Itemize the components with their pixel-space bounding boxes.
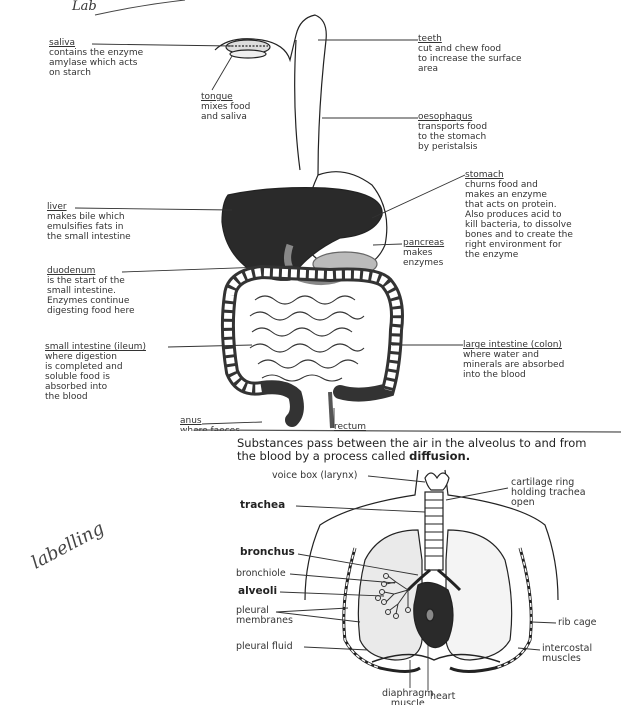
tongue-title: tongue xyxy=(201,92,250,102)
duodenum-desc-4: digesting food here xyxy=(47,306,135,316)
large-intestine-desc-1: where water and xyxy=(463,350,564,360)
small-intestine-desc-5: the blood xyxy=(45,392,146,402)
liver-desc-3: the small intestine xyxy=(47,232,131,242)
label-bronchiole: bronchiole xyxy=(236,569,286,579)
pancreas-desc-1: makes xyxy=(403,248,444,258)
oesophagus-tube xyxy=(295,40,326,175)
label-intercostal: intercostal muscles xyxy=(542,644,592,664)
saliva-desc-1: contains the enzyme xyxy=(49,48,143,58)
duodenum-title: duodenum xyxy=(47,266,135,276)
label-cartilage: cartilage ring holding trachea open xyxy=(511,478,586,508)
duodenum-desc-3: Enzymes continue xyxy=(47,296,135,306)
stomach-desc-8: the enzyme xyxy=(465,250,573,260)
label-teeth: teeth cut and chew food to increase the … xyxy=(418,34,522,74)
label-rib-cage: rib cage xyxy=(558,618,597,628)
small-intestine-desc-2: is completed and xyxy=(45,362,146,372)
small-intestine-desc-1: where digestion xyxy=(45,352,146,362)
label-alveoli: alveoli xyxy=(238,585,277,598)
diaphragm-1: diaphragm xyxy=(382,689,434,699)
label-bronchus: bronchus xyxy=(240,546,295,559)
label-rectum: rectum xyxy=(334,422,366,432)
panel-divider xyxy=(195,430,621,432)
label-large-intestine: large intestine (colon) where water and … xyxy=(463,340,564,380)
label-oesophagus: oesophagus transports food to the stomac… xyxy=(418,112,487,152)
label-pleural-membranes: pleural membranes xyxy=(236,606,293,626)
rectum-tube xyxy=(330,392,332,428)
intercostal-2: muscles xyxy=(542,654,592,664)
small-intestine-title: small intestine (ileum) xyxy=(45,342,146,352)
teeth-desc-1: cut and chew food xyxy=(418,44,522,54)
stomach-desc-4: Also produces acid to xyxy=(465,210,573,220)
large-intestine-desc-2: minerals are absorbed xyxy=(463,360,564,370)
digestive-organs xyxy=(215,15,397,428)
label-liver: liver makes bile which emulsifies fats i… xyxy=(47,202,131,242)
label-pleural-fluid: pleural fluid xyxy=(236,642,293,652)
label-heart: heart xyxy=(430,692,455,702)
stomach-desc-5: kill bacteria, to dissolve xyxy=(465,220,573,230)
cartilage-3: open xyxy=(511,498,586,508)
label-pancreas: pancreas makes enzymes xyxy=(403,238,444,268)
duodenum-desc-1: is the start of the xyxy=(47,276,135,286)
intro-line-2a: the blood by a process called xyxy=(237,449,409,463)
label-duodenum: duodenum is the start of the small intes… xyxy=(47,266,135,316)
teeth-title: teeth xyxy=(418,34,522,44)
teeth-desc-2: to increase the surface xyxy=(418,54,522,64)
label-diaphragm: diaphragm muscle xyxy=(382,689,434,705)
small-intestine-coils xyxy=(250,296,364,381)
small-intestine-desc-4: absorbed into xyxy=(45,382,146,392)
oesophagus-desc-3: by peristalsis xyxy=(418,142,487,152)
larynx-shape xyxy=(425,473,449,490)
small-intestine-desc-3: soluble food is xyxy=(45,372,146,382)
liver-title: liver xyxy=(47,202,131,212)
liver-desc-2: emulsifies fats in xyxy=(47,222,131,232)
anus-desc-1: where faeces xyxy=(180,426,240,431)
diaphragm-2: muscle xyxy=(382,699,434,705)
oesophagus-title: oesophagus xyxy=(418,112,487,122)
header-scribble: Lab xyxy=(72,2,97,12)
trachea-tube xyxy=(425,492,443,570)
stomach-desc-7: right environment for xyxy=(465,240,573,250)
label-small-intestine: small intestine (ileum) where digestion … xyxy=(45,342,146,402)
stomach-title: stomach xyxy=(465,170,573,180)
stomach-desc-3: that acts on protein. xyxy=(465,200,573,210)
rectum-title: rectum xyxy=(334,422,366,432)
pancreas-desc-2: enzymes xyxy=(403,258,444,268)
tongue-desc-1: mixes food xyxy=(201,102,250,112)
tongue-desc-2: and saliva xyxy=(201,112,250,122)
label-voice-box: voice box (larynx) xyxy=(272,471,357,481)
saliva-desc-2: amylase which acts xyxy=(49,58,143,68)
intro-diffusion: diffusion. xyxy=(409,449,470,463)
label-tongue: tongue mixes food and saliva xyxy=(201,92,250,122)
label-saliva: saliva contains the enzyme amylase which… xyxy=(49,38,143,78)
liver-desc-1: makes bile which xyxy=(47,212,131,222)
label-trachea: trachea xyxy=(240,499,285,512)
respiratory-intro: Substances pass between the air in the a… xyxy=(237,437,587,463)
large-intestine-desc-3: into the blood xyxy=(463,370,564,380)
oesophagus-desc-2: to the stomach xyxy=(418,132,487,142)
label-anus: anus where faeces xyxy=(180,416,240,431)
oesophagus-desc-1: transports food xyxy=(418,122,487,132)
large-intestine-title: large intestine (colon) xyxy=(463,340,564,350)
stomach-desc-1: churns food and xyxy=(465,180,573,190)
label-stomach: stomach churns food and makes an enzyme … xyxy=(465,170,573,260)
saliva-desc-3: on starch xyxy=(49,68,143,78)
saliva-title: saliva xyxy=(49,38,143,48)
right-lung xyxy=(446,530,512,660)
anus-title: anus xyxy=(180,416,240,426)
tongue-shape xyxy=(230,50,266,58)
stomach-desc-2: makes an enzyme xyxy=(465,190,573,200)
pancreas-title: pancreas xyxy=(403,238,444,248)
intro-line-2: the blood by a process called diffusion. xyxy=(237,450,587,463)
teeth-desc-3: area xyxy=(418,64,522,74)
pleural-2: membranes xyxy=(236,616,293,626)
top-scribble-line xyxy=(95,0,185,15)
duodenum-desc-2: small intestine. xyxy=(47,286,135,296)
stomach-desc-6: bones and to create the xyxy=(465,230,573,240)
